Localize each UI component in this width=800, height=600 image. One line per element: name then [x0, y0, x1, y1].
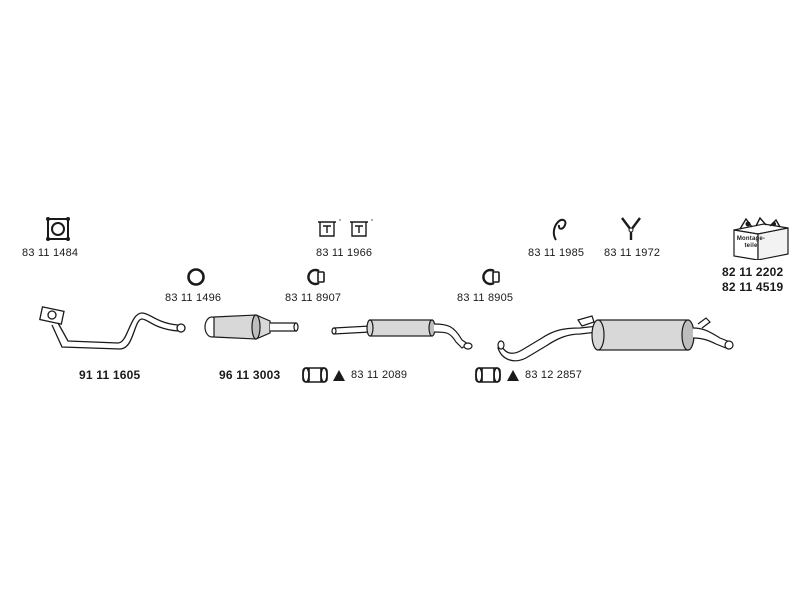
catalyst-part — [204, 314, 299, 340]
ring-gasket-icon — [187, 268, 205, 286]
sleeve-b-code: 83 12 2857 — [525, 369, 583, 381]
rear-silencer-part — [497, 315, 734, 362]
mounting-kit-box-icon — [733, 216, 789, 260]
warning-triangle-icon — [333, 370, 345, 381]
mounting-kit-code-1: 82 11 2202 — [722, 265, 784, 279]
svg-text:*: * — [371, 219, 373, 225]
gasket-square-code: 83 11 1484 — [22, 247, 79, 259]
sleeve-a-icon — [302, 367, 328, 383]
hanger-clip-icon — [552, 218, 567, 241]
ring-gasket-code: 83 11 1496 — [165, 292, 222, 304]
svg-text:*: * — [339, 219, 341, 225]
sleeve-b-icon — [475, 367, 501, 383]
front-pipe-code: 91 11 1605 — [79, 368, 141, 382]
mounting-kit-code-2: 82 11 4519 — [722, 280, 784, 294]
hanger-clip-code: 83 11 1985 — [528, 247, 585, 259]
y-bracket-code: 83 11 1972 — [604, 247, 661, 259]
clamp-a-icon — [307, 268, 325, 286]
y-bracket-icon — [621, 217, 641, 240]
clamp-a-code: 83 11 8907 — [285, 292, 342, 304]
catalyst-code: 96 11 3003 — [219, 368, 281, 382]
clamp-b-icon — [482, 268, 500, 286]
clamp-pair-icon: * * — [318, 219, 373, 237]
clamp-b-code: 83 11 8905 — [457, 292, 514, 304]
clamp-pair-code: 83 11 1966 — [316, 247, 373, 259]
warning-triangle-icon — [507, 370, 519, 381]
sleeve-a-code: 83 11 2089 — [351, 369, 408, 381]
front-pipe-part — [39, 306, 186, 350]
square-gasket-icon — [46, 217, 70, 241]
mounting-kit-box-text: Montage- teile — [736, 236, 766, 249]
middle-silencer-part — [331, 319, 473, 350]
